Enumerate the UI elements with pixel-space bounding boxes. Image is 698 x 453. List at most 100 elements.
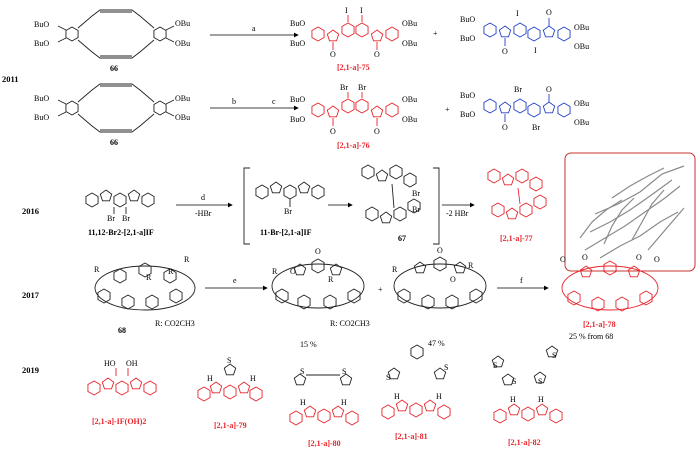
sub-ho: HO [104, 359, 116, 368]
sub-br-8: Br [412, 189, 420, 198]
sub-r-1: R [94, 265, 100, 274]
intermediate-label: 11-Br-[2,1-a]IF [260, 228, 312, 237]
sub-s-82c: S [538, 377, 542, 386]
sub-r-2: R [184, 255, 190, 264]
sub-r-7: R [392, 265, 398, 274]
sub-s-82d: S [552, 351, 556, 360]
sub-s-82a: S [493, 361, 497, 370]
sub-r-8: R [468, 261, 474, 270]
compound-label-81: [2,1-a]-81 [395, 432, 428, 441]
sub-o-4: O [546, 8, 552, 17]
sub-h-81b: H [436, 392, 442, 401]
sub-br-7: Br [284, 207, 292, 216]
year-2017: 2017 [22, 290, 40, 300]
compound-label-dibromo-if: 11,12-Br2-[2,1-a]IF [88, 228, 154, 237]
product-75-structure [311, 15, 399, 50]
bracket-right [433, 167, 440, 245]
sub-buo-5: BuO [460, 15, 475, 24]
sub-buo-11: BuO [460, 91, 475, 100]
sub-o-11: O [437, 246, 443, 255]
sub-h-80b: H [341, 398, 347, 407]
step-label-f: f [520, 276, 523, 285]
sub-buo-8: BuO [34, 113, 49, 122]
sub-o-7: O [502, 123, 508, 132]
sub-obu-1: OBu [175, 19, 190, 28]
compound-68-structure [94, 262, 196, 311]
sub-i-4: I [534, 46, 537, 55]
start-note-r: R: CO2CH3 [155, 319, 195, 328]
compound-label-if-oh2: [2,1-a]-IF(OH)2 [92, 417, 146, 426]
sub-oh: OH [126, 359, 138, 368]
sub-br-6: Br [122, 214, 130, 223]
plus-sign-1: + [433, 29, 438, 38]
sub-r-5: R [272, 267, 278, 276]
crystal-structure-frame [564, 152, 696, 272]
sub-obu-8: OBu [175, 113, 190, 122]
crystal-structure-image [579, 165, 685, 259]
sub-buo-10: BuO [290, 115, 305, 124]
sub-h-79b: H [250, 374, 256, 383]
yield-label-2: 47 % [428, 339, 445, 348]
sub-r-3: R [146, 273, 152, 282]
step-label-e: e [233, 276, 237, 285]
plus-sign-2: + [445, 105, 450, 114]
compound-label-66-a: 66 [110, 64, 118, 73]
step-label-d: d [201, 193, 205, 202]
compound-label-80: [2,1-a]-80 [308, 439, 341, 448]
sub-obu-11: OBu [574, 99, 589, 108]
sub-br-3: Br [514, 85, 522, 94]
sub-s-80a: S [300, 367, 304, 376]
sub-o-13: O [560, 255, 566, 264]
compound-66-macrocycle-a [57, 9, 175, 59]
sub-buo-3: BuO [290, 19, 305, 28]
sub-buo-7: BuO [34, 94, 49, 103]
sub-obu-3: OBu [402, 19, 417, 28]
product-yield-78: 25 % from 68 [569, 332, 613, 341]
compound-label-66-b: 66 [110, 138, 118, 147]
sub-obu-7: OBu [175, 94, 190, 103]
sub-obu-12: OBu [574, 118, 589, 127]
product-76-structure [311, 92, 399, 126]
compound-label-79: [2,1-a]-79 [214, 421, 247, 430]
intermediate-2017-b-structure [393, 256, 487, 310]
product-label-75: [2,1-a]-75 [337, 63, 370, 72]
sub-br-9: Br [412, 205, 420, 214]
sub-br-2: Br [358, 83, 366, 92]
sub-s-79: S [227, 356, 231, 365]
sub-o-14: O [582, 253, 588, 262]
sub-buo-6: BuO [460, 34, 475, 43]
sub-o-10: O [290, 267, 296, 276]
sub-buo-12: BuO [460, 110, 475, 119]
sub-o-3: O [502, 47, 508, 56]
product-label-78: [2,1-a]-78 [583, 320, 616, 329]
product-78-structure [561, 260, 659, 312]
yield-label-1: 15 % [300, 340, 317, 349]
intermediate-67-structure [361, 164, 421, 224]
sub-o-8: O [546, 85, 552, 94]
compound-label-82: [2,1-a]-82 [508, 438, 541, 447]
sub-buo-2: BuO [34, 39, 49, 48]
byproduct-blue-b-structure [483, 94, 571, 122]
sub-obu-2: OBu [175, 39, 190, 48]
sub-obu-4: OBu [402, 39, 417, 48]
sub-buo-9: BuO [290, 95, 305, 104]
plus-sign-3: + [378, 285, 383, 294]
sub-h-79a: H [207, 374, 213, 383]
compound-dibromo-if-structure [85, 189, 155, 214]
sub-i-3: I [516, 9, 519, 18]
sub-h-80a: H [300, 398, 306, 407]
intermediate-monobromo-if-structure [255, 181, 325, 207]
product-label-77: [2,1-a]-77 [500, 234, 533, 243]
sub-o-5: O [330, 127, 336, 136]
year-2011: 2011 [2, 74, 19, 84]
sub-o-6: O [374, 127, 380, 136]
intermediate-2017-a-structure [271, 258, 365, 310]
year-2019: 2019 [22, 365, 39, 375]
sub-obu-5: OBu [574, 23, 589, 32]
compound-81-structure [381, 344, 451, 420]
sub-h-82b: H [538, 395, 544, 404]
sub-br-1: Br [340, 83, 348, 92]
step-label-a: a [252, 24, 256, 33]
sub-h-81a: H [394, 392, 400, 401]
